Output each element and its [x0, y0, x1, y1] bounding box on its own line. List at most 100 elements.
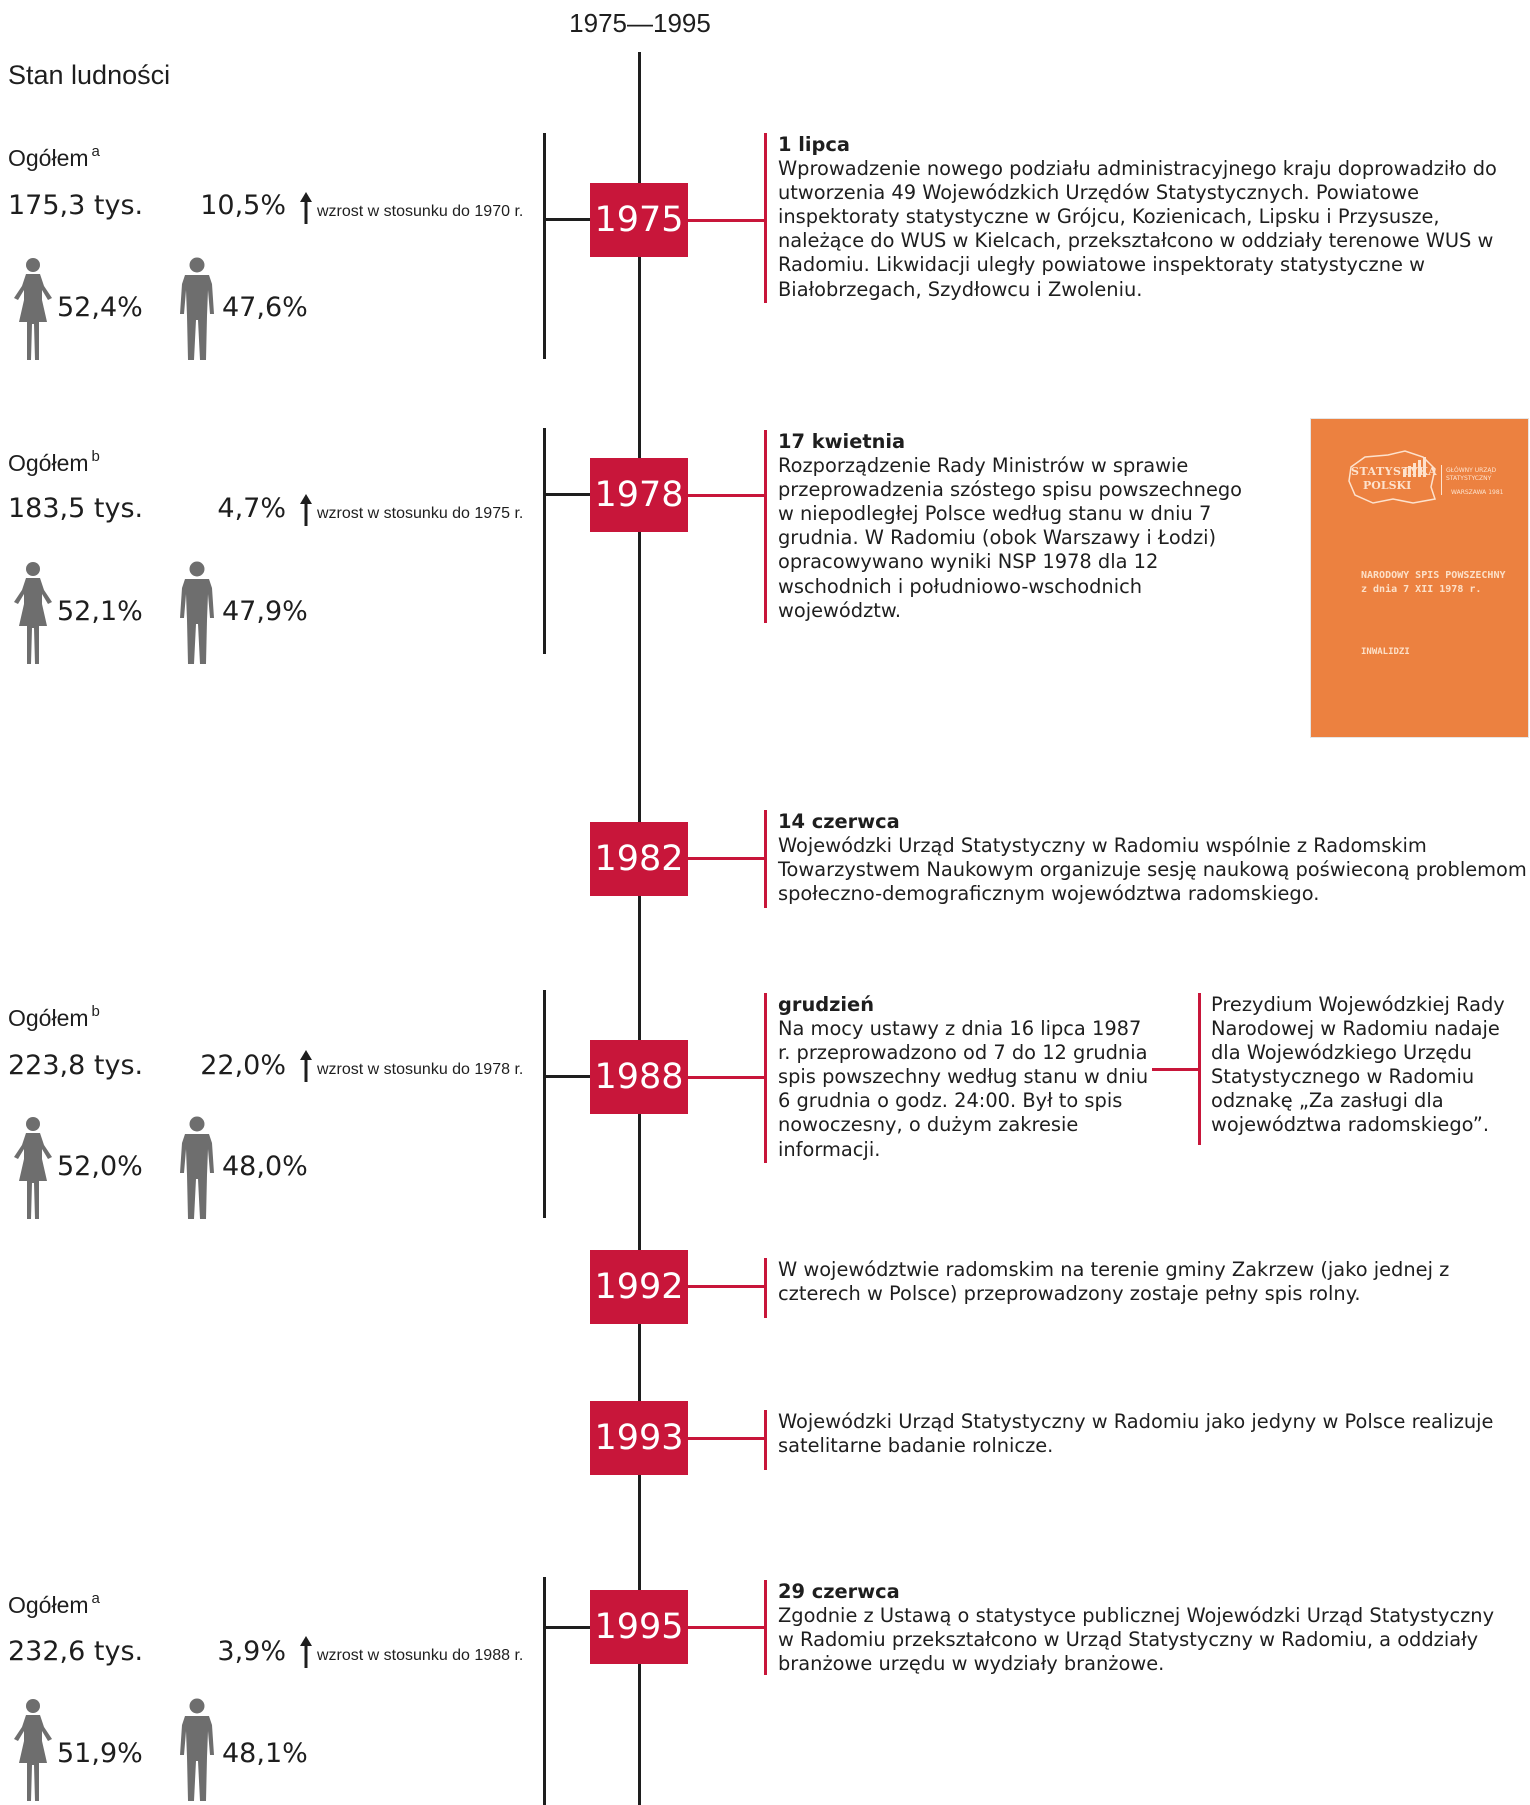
- female-percent: 51,9%: [57, 1738, 143, 1769]
- event-connector: [688, 857, 766, 860]
- event-bar: [764, 430, 767, 623]
- female-figure-icon: [14, 1699, 52, 1801]
- footnote-marker: b: [91, 1003, 100, 1020]
- arrow-up-icon: [300, 1636, 312, 1668]
- side-connector: [1152, 1068, 1200, 1071]
- event-text: W województwie radomskim na terenie gmin…: [778, 1258, 1450, 1306]
- event-bar: [764, 1410, 767, 1470]
- growth-percent: 3,9%: [217, 1636, 286, 1667]
- total-label-text: Ogółem: [8, 1592, 89, 1618]
- year-box-1988: 1988: [590, 1040, 688, 1114]
- total-value: 232,6 tys.: [8, 1636, 144, 1667]
- period-title: 1975—1995: [569, 8, 711, 38]
- growth-percent: 10,5%: [200, 190, 286, 221]
- footnote-marker: a: [91, 143, 100, 160]
- total-label-text: Ogółem: [8, 145, 89, 171]
- cover-brand: STATYSTYKA: [1351, 465, 1438, 478]
- event-connector: [688, 494, 766, 497]
- year-box-1995: 1995: [590, 1590, 688, 1664]
- event-1988-award: Prezydium Wojewódzkiej Rady Narodowej w …: [1211, 993, 1511, 1138]
- cover-place: WARSZAWA 1981: [1451, 489, 1504, 496]
- event-text: Wojewódzki Urząd Statystyczny w Radomiu …: [778, 1410, 1494, 1458]
- growth-percent: 22,0%: [200, 1050, 286, 1081]
- event-bar: [764, 993, 767, 1163]
- event-1982: 14 czerwca Wojewódzki Urząd Statystyczny…: [778, 810, 1528, 906]
- event-1992: W województwie radomskim na terenie gmin…: [778, 1258, 1528, 1306]
- event-connector: [688, 1437, 766, 1440]
- cover-title-line1: NARODOWY SPIS POWSZECHNY: [1361, 570, 1506, 581]
- growth-comparison: wzrost w stosunku do 1978 r.: [317, 1061, 524, 1078]
- event-1995: 29 czerwca Zgodnie z Ustawą o statystyce…: [778, 1580, 1498, 1676]
- event-text: Zgodnie z Ustawą o statystyce publicznej…: [778, 1604, 1495, 1676]
- event-bar: [764, 133, 767, 303]
- total-value: 175,3 tys.: [8, 190, 144, 221]
- event-side-text: Prezydium Wojewódzkiej Rady Narodowej w …: [1211, 993, 1505, 1137]
- event-bar: [764, 1580, 767, 1675]
- event-1978: 17 kwietnia Rozporządzenie Rady Ministró…: [778, 430, 1258, 623]
- cover-title: NARODOWY SPIS POWSZECHNY z dnia 7 XII 19…: [1361, 569, 1506, 597]
- cover-subject: INWALIDZI: [1361, 647, 1410, 657]
- female-figure-icon: [14, 1117, 52, 1219]
- event-1993: Wojewódzki Urząd Statystyczny w Radomiu …: [778, 1410, 1498, 1458]
- male-percent: 47,9%: [222, 596, 308, 627]
- male-figure-icon: [180, 1116, 214, 1219]
- population-bracket: [543, 133, 546, 359]
- event-date: 29 czerwca: [778, 1580, 900, 1603]
- total-value: 183,5 tys.: [8, 493, 144, 524]
- event-date: 17 kwietnia: [778, 430, 906, 453]
- event-1988: grudzień Na mocy ustawy z dnia 16 lipca …: [778, 993, 1153, 1162]
- female-percent: 52,1%: [57, 596, 143, 627]
- total-label-text: Ogółem: [8, 450, 89, 476]
- growth-comparison: wzrost w stosunku do 1988 r.: [317, 1647, 524, 1664]
- female-percent: 52,4%: [57, 292, 143, 323]
- year-box-1978: 1978: [590, 458, 688, 532]
- cover-office: GŁÓWNY URZĄD STATYSTYCZNY: [1446, 467, 1497, 482]
- year-box-1975: 1975: [590, 183, 688, 257]
- population-bracket: [543, 990, 546, 1218]
- population-bracket: [543, 428, 546, 654]
- female-figure-icon: [14, 258, 52, 360]
- arrow-up-icon: [300, 192, 312, 224]
- year-box-1982: 1982: [590, 822, 688, 896]
- footnote-marker: a: [91, 1590, 100, 1607]
- female-figure-icon: [14, 562, 52, 664]
- event-connector: [688, 1626, 766, 1629]
- growth-percent: 4,7%: [217, 493, 286, 524]
- cover-brand-line2: POLSKI: [1363, 479, 1412, 492]
- total-value: 223,8 tys.: [8, 1050, 144, 1081]
- timeline-spine: [638, 52, 641, 1805]
- arrow-up-icon: [300, 494, 312, 526]
- male-percent: 47,6%: [222, 292, 308, 323]
- event-bar: [764, 810, 767, 908]
- section-heading: Stan ludności: [8, 60, 171, 90]
- event-date: 1 lipca: [778, 133, 850, 156]
- male-figure-icon: [180, 257, 214, 360]
- year-box-1993: 1993: [590, 1401, 688, 1475]
- event-text: Wojewódzki Urząd Statystyczny w Radomiu …: [778, 834, 1527, 906]
- event-1975: 1 lipca Wprowadzenie nowego podziału adm…: [778, 133, 1518, 302]
- growth-comparison: wzrost w stosunku do 1975 r.: [317, 505, 524, 522]
- side-bar: [1198, 993, 1201, 1145]
- year-box-1992: 1992: [590, 1250, 688, 1324]
- event-connector: [688, 219, 766, 222]
- cover-title-line2: z dnia 7 XII 1978 r.: [1361, 584, 1482, 595]
- cover-separator: [1441, 465, 1442, 495]
- male-figure-icon: [180, 1698, 214, 1801]
- event-connector: [688, 1285, 766, 1288]
- male-percent: 48,0%: [222, 1151, 308, 1182]
- event-bar: [764, 1258, 767, 1318]
- arrow-up-icon: [300, 1050, 312, 1082]
- event-text: Na mocy ustawy z dnia 16 lipca 1987 r. p…: [778, 1017, 1149, 1161]
- total-label-text: Ogółem: [8, 1005, 89, 1031]
- population-bracket: [543, 1577, 546, 1805]
- event-connector: [688, 1076, 766, 1079]
- male-percent: 48,1%: [222, 1738, 308, 1769]
- footnote-marker: b: [91, 448, 100, 465]
- event-text: Rozporządzenie Rady Ministrów w sprawie …: [778, 454, 1243, 622]
- growth-comparison: wzrost w stosunku do 1970 r.: [317, 203, 524, 220]
- male-figure-icon: [180, 561, 214, 664]
